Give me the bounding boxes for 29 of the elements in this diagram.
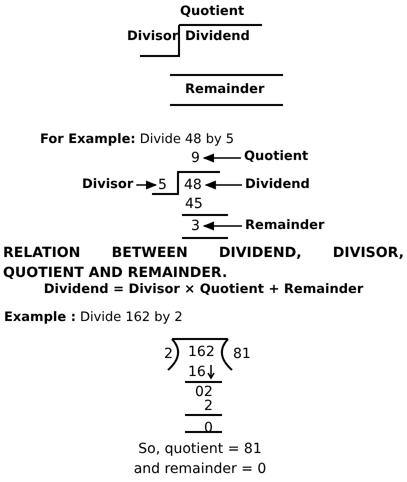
dividend-value: 162 <box>188 344 215 360</box>
term-label: Dividend <box>185 29 250 45</box>
quotient-value: 81 <box>233 346 251 362</box>
quotient-value: 9 <box>191 150 200 166</box>
arrow <box>202 222 242 230</box>
term-label: Divisor <box>127 29 178 45</box>
step-value: 02 <box>195 384 213 400</box>
step-value: 2 <box>204 398 213 414</box>
conclusion-text: and remainder = 0 <box>132 460 268 478</box>
product-value: 45 <box>185 196 203 212</box>
remainder-label: Remainder <box>245 218 324 234</box>
example-heading: Example : Divide 162 by 2 <box>4 310 183 326</box>
step-value: 16 <box>188 364 206 380</box>
divisor-value: 5 <box>158 177 167 193</box>
example-heading: For Example: Divide 48 by 5 <box>40 132 234 148</box>
divisor-value: 2 <box>164 346 173 362</box>
term-label: Quotient <box>180 4 244 20</box>
arrow <box>136 180 158 190</box>
dividend-label: Dividend <box>245 177 310 193</box>
divisor-label: Divisor <box>82 177 134 193</box>
formula-text: Dividend = Divisor × Quotient + Remainder <box>42 282 364 298</box>
dividend-value: 48 <box>184 177 202 193</box>
relation-heading: RELATION BETWEEN DIVIDEND, DIVISOR, QUOTIENT AND REMAINDER. <box>3 244 404 283</box>
remainder-value: 3 <box>191 218 200 234</box>
arrow <box>202 154 241 162</box>
arrow <box>204 180 242 190</box>
term-label: Remainder <box>185 82 264 98</box>
conclusion-text: So, quotient = 81 <box>137 440 263 458</box>
quotient-label: Quotient <box>244 149 308 165</box>
